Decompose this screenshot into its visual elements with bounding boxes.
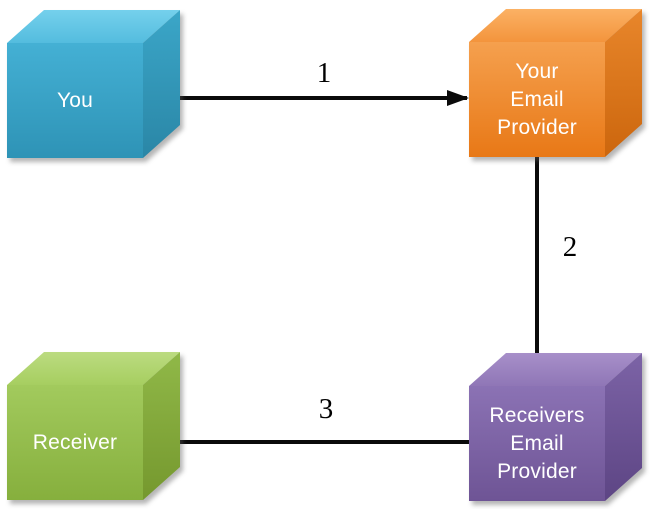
cube-front-face: Receivers Email Provider <box>469 386 605 501</box>
node-receivers-email-provider-label: Receivers Email Provider <box>489 402 584 486</box>
label-line: Email <box>510 87 564 111</box>
label-line: Your <box>515 59 559 83</box>
cube-front-face: Your Email Provider <box>469 42 605 157</box>
label-line: Provider <box>497 115 577 139</box>
node-receivers-email-provider: Receivers Email Provider <box>469 353 642 501</box>
node-your-email-provider-label: Your Email Provider <box>497 58 577 142</box>
node-your-email-provider: Your Email Provider <box>469 9 642 157</box>
arrow-2-label: 2 <box>562 231 578 263</box>
label-line: Provider <box>497 459 577 483</box>
node-you-label: You <box>57 87 93 115</box>
label-line: You <box>56 88 94 112</box>
label-line: Receivers <box>489 403 585 427</box>
cube-front-face: You <box>7 43 143 158</box>
node-you: You <box>7 10 180 158</box>
label-line: Receiver <box>32 430 118 454</box>
label-line: Email <box>510 431 564 455</box>
node-receiver: Receiver <box>7 352 180 500</box>
arrow-1-label: 1 <box>316 57 332 89</box>
arrow-3-label: 3 <box>318 393 334 425</box>
node-receiver-label: Receiver <box>33 429 117 457</box>
cube-front-face: Receiver <box>7 385 143 500</box>
